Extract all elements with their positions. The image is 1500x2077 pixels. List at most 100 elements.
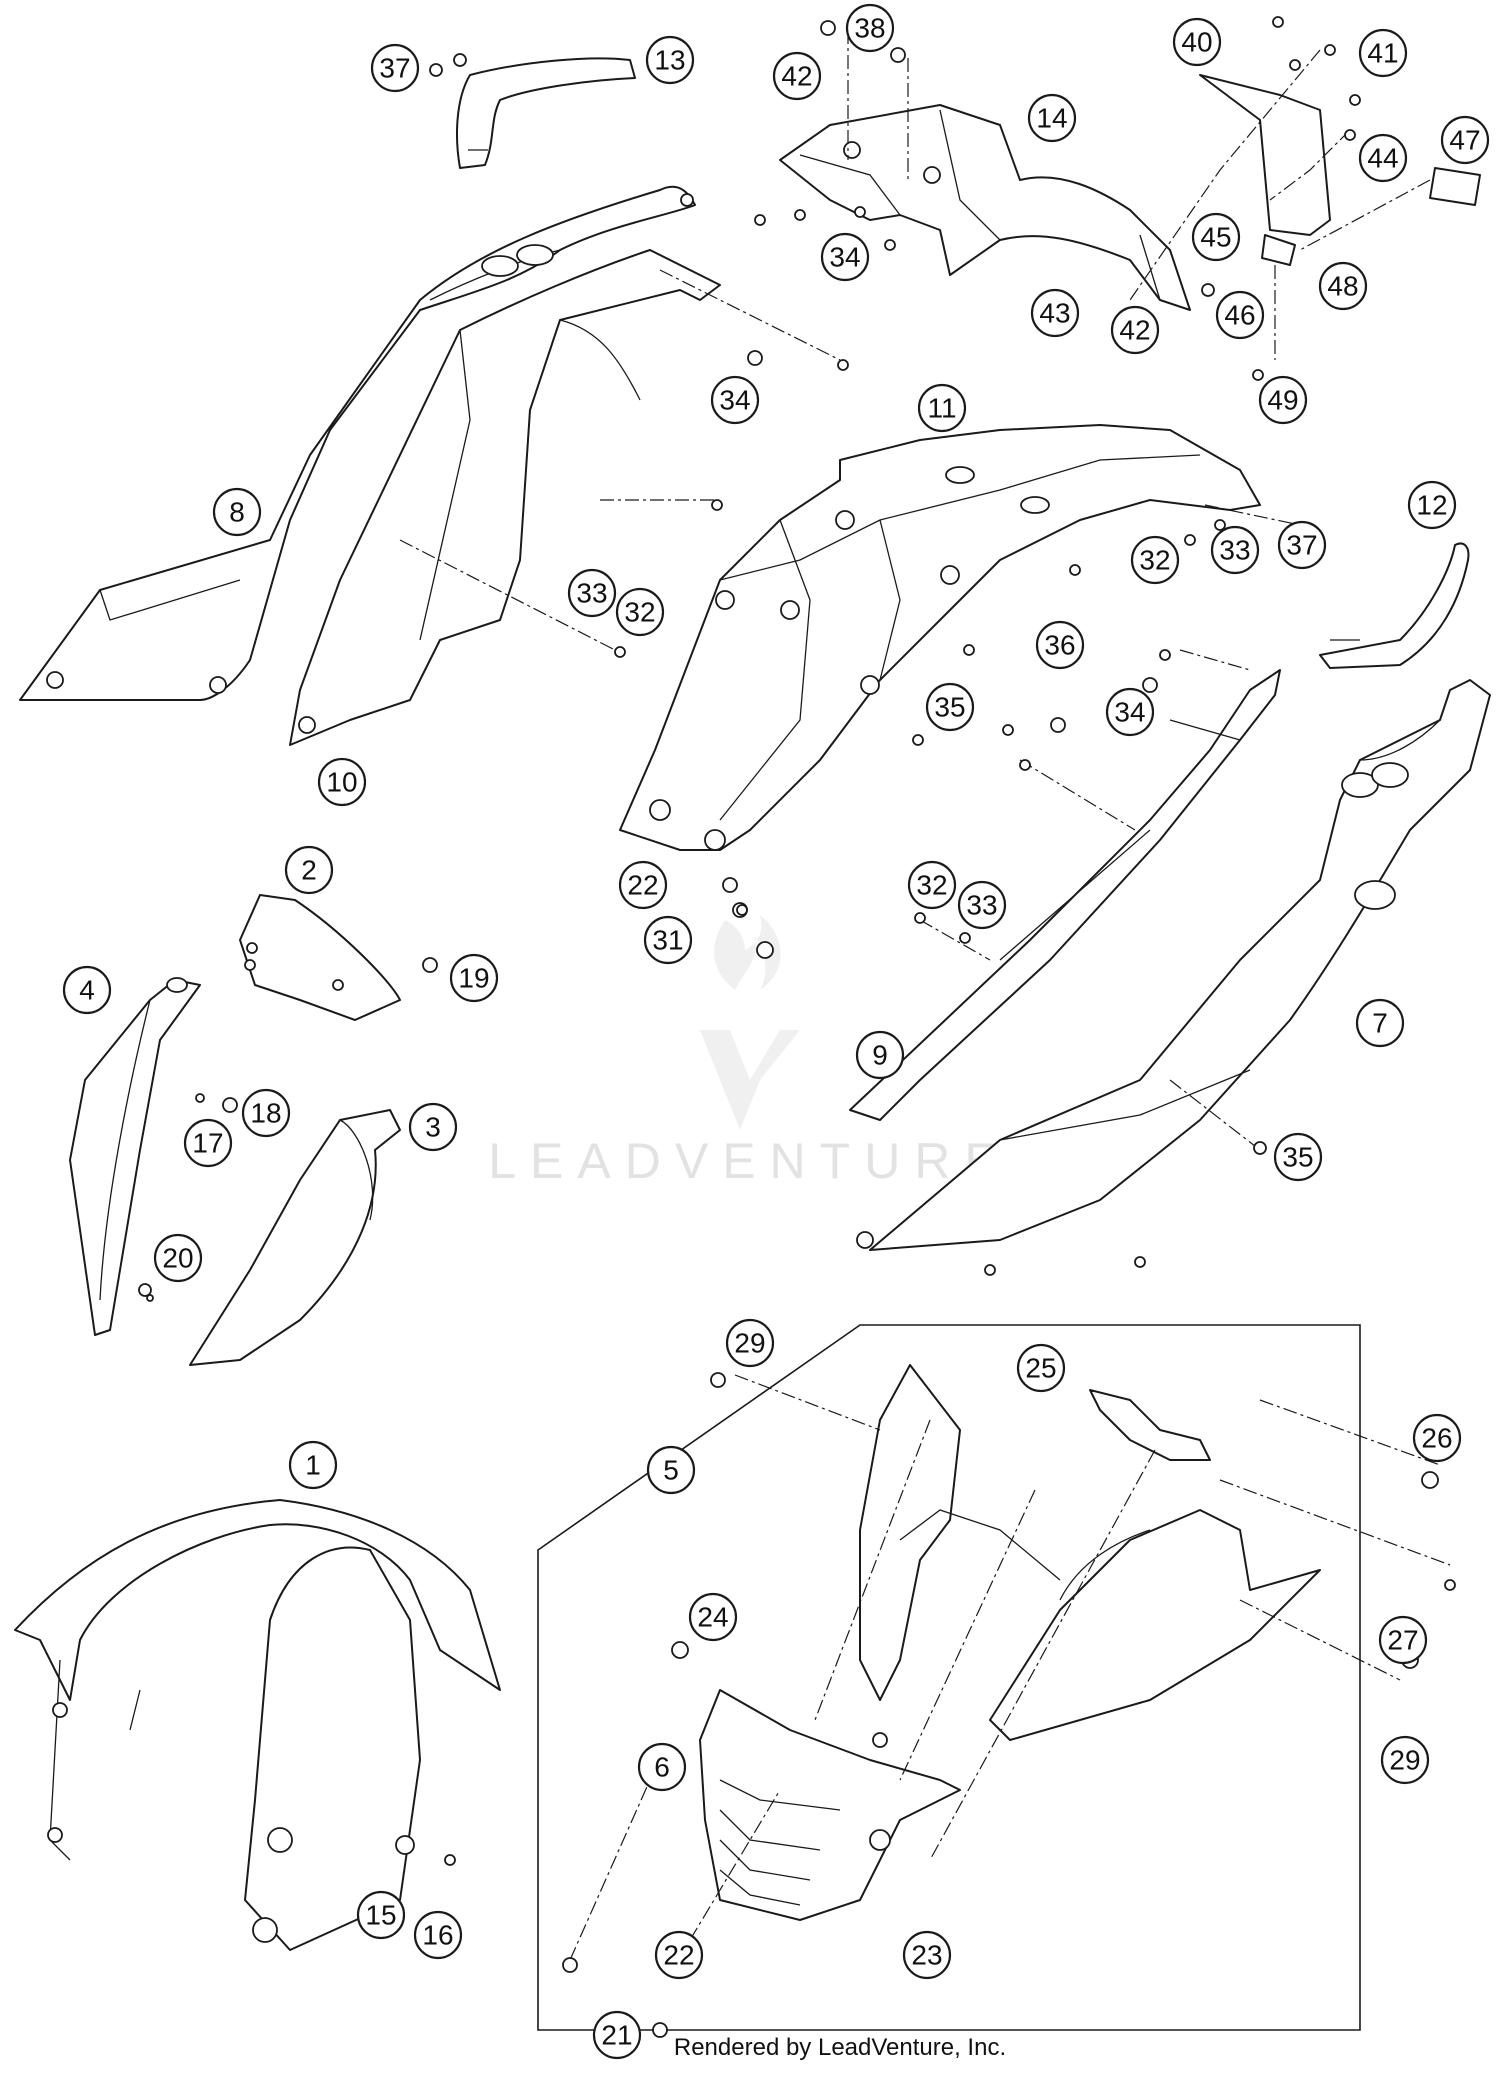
svg-text:37: 37 [379, 53, 410, 84]
svg-text:33: 33 [576, 578, 607, 609]
callout: 29 [725, 1318, 775, 1368]
svg-text:31: 31 [652, 925, 683, 956]
callout: 35 [1273, 1132, 1323, 1182]
svg-text:27: 27 [1387, 1625, 1418, 1656]
callout: 47 [1440, 115, 1490, 165]
svg-text:29: 29 [1389, 1745, 1420, 1776]
svg-text:16: 16 [422, 1920, 453, 1951]
svg-text:34: 34 [829, 242, 860, 273]
svg-text:29: 29 [734, 1328, 765, 1359]
svg-text:6: 6 [654, 1752, 670, 1783]
callout: 20 [153, 1233, 203, 1283]
svg-text:36: 36 [1044, 630, 1075, 661]
svg-text:4: 4 [79, 975, 95, 1006]
callout: 15 [356, 1890, 406, 1940]
callout: 29 [1380, 1735, 1430, 1785]
callout: 31 [643, 915, 693, 965]
callout: 36 [1035, 620, 1085, 670]
callout: 2 [284, 845, 334, 895]
callout: 33 [957, 880, 1007, 930]
part-10-left-inner-frame [289, 249, 721, 746]
callout: 32 [907, 860, 957, 910]
svg-text:17: 17 [192, 1128, 223, 1159]
svg-text:38: 38 [854, 13, 885, 44]
svg-text:8: 8 [229, 497, 245, 528]
callout: 21 [592, 2010, 642, 2060]
svg-text:9: 9 [872, 1040, 888, 1071]
svg-text:43: 43 [1039, 298, 1070, 329]
svg-text:2: 2 [301, 855, 317, 886]
svg-text:14: 14 [1036, 103, 1067, 134]
callout: 46 [1215, 290, 1265, 340]
watermark-logo [700, 915, 800, 1130]
callout: 11 [917, 383, 967, 433]
part-3-right-fairing [189, 1109, 401, 1366]
svg-text:15: 15 [365, 1900, 396, 1931]
svg-text:3: 3 [425, 1112, 441, 1143]
svg-text:19: 19 [458, 963, 489, 994]
svg-text:5: 5 [663, 1455, 679, 1486]
callout: 33 [1210, 525, 1260, 575]
callout: 18 [241, 1088, 291, 1138]
callout: 17 [183, 1118, 233, 1168]
callout: 40 [1172, 17, 1222, 67]
part-11-rear-frame [619, 424, 1261, 851]
callout: 7 [1355, 998, 1405, 1048]
svg-text:12: 12 [1416, 490, 1447, 521]
callout: 23 [902, 1930, 952, 1980]
svg-text:44: 44 [1367, 143, 1398, 174]
callout: 19 [449, 953, 499, 1003]
callout: 27 [1378, 1615, 1428, 1665]
svg-text:24: 24 [697, 1602, 728, 1633]
svg-text:18: 18 [250, 1098, 281, 1129]
callout: 14 [1027, 93, 1077, 143]
svg-text:47: 47 [1449, 125, 1480, 156]
watermark-text: LEADVENTURE [488, 1133, 1012, 1189]
part-4-left-fairing [69, 977, 201, 1336]
svg-text:32: 32 [1139, 545, 1170, 576]
svg-text:40: 40 [1181, 27, 1212, 58]
svg-text:1: 1 [305, 1450, 321, 1481]
svg-text:34: 34 [1114, 697, 1145, 728]
footer-credit: Rendered by LeadVenture, Inc. [674, 2034, 1006, 2061]
callout: 5 [646, 1445, 696, 1495]
part-1-front-fender [14, 1499, 501, 1951]
svg-text:41: 41 [1367, 38, 1398, 69]
callout: 37 [1277, 520, 1327, 570]
svg-text:49: 49 [1267, 385, 1298, 416]
callout: 32 [615, 587, 665, 637]
svg-text:13: 13 [654, 45, 685, 76]
callout: 37 [370, 43, 420, 93]
callout: 6 [637, 1742, 687, 1792]
svg-text:26: 26 [1421, 1423, 1452, 1454]
callout: 33 [567, 568, 617, 618]
part-12-grab-handle [1319, 542, 1470, 669]
callout: 32 [1130, 535, 1180, 585]
svg-text:35: 35 [1282, 1142, 1313, 1173]
callout: 35 [925, 682, 975, 732]
callout: 49 [1258, 375, 1308, 425]
callout: 8 [212, 487, 262, 537]
callout: 10 [317, 757, 367, 807]
svg-text:7: 7 [1372, 1008, 1388, 1039]
svg-text:33: 33 [1219, 535, 1250, 566]
svg-text:46: 46 [1224, 300, 1255, 331]
callout: 9 [855, 1030, 905, 1080]
callout: 22 [618, 860, 668, 910]
svg-text:32: 32 [624, 597, 655, 628]
part-48-bracket [1261, 234, 1296, 266]
part-40-plate-holder [1199, 74, 1331, 236]
svg-text:33: 33 [966, 890, 997, 921]
svg-text:25: 25 [1025, 1353, 1056, 1384]
svg-text:10: 10 [326, 767, 357, 798]
part-7-right-side-cover [856, 679, 1491, 1251]
svg-text:11: 11 [927, 393, 956, 424]
svg-text:42: 42 [1119, 315, 1150, 346]
callout: 44 [1358, 133, 1408, 183]
part-8-left-side-cover [19, 185, 696, 701]
callout: 45 [1191, 212, 1241, 262]
leader-lines [399, 30, 1451, 1961]
svg-text:32: 32 [916, 870, 947, 901]
callout: 26 [1412, 1413, 1462, 1463]
